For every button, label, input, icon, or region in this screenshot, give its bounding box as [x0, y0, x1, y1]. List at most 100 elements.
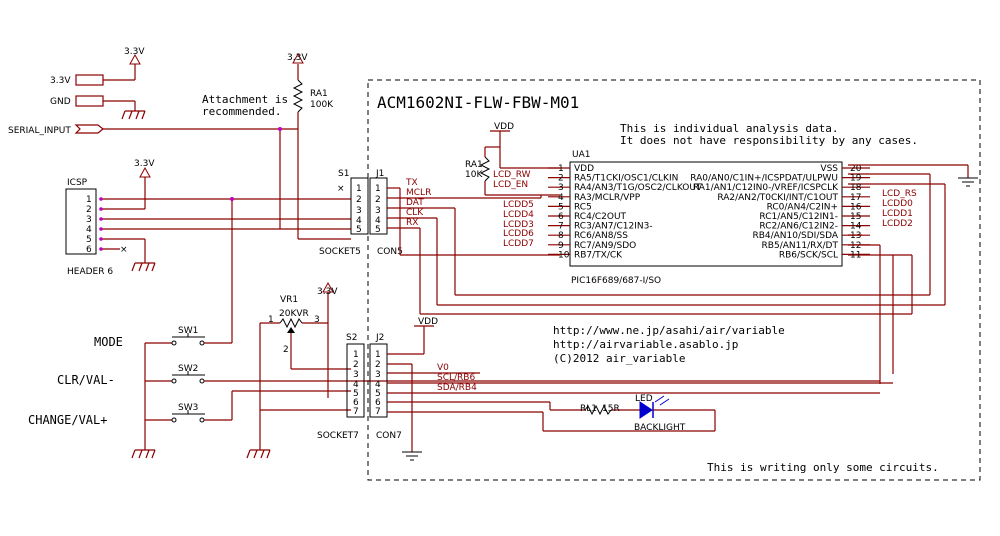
j1-pin: 3: [375, 206, 381, 216]
mcu-pin-name: RA5/T1CKI/OSC1/CLKIN: [574, 174, 678, 184]
port-3v3-label: 3.3V: [50, 76, 71, 86]
mcu-pin-name: RB5/AN11/RX/DT: [762, 241, 839, 251]
vdd-label: VDD: [494, 122, 514, 132]
icsp-pin: 3: [86, 215, 92, 225]
s1-pin: 1: [356, 184, 362, 194]
net-tx: TX: [405, 178, 418, 188]
credit-url-2: http://airvariable.asablo.jp: [553, 338, 738, 351]
socket-s2: S2 1 2 3 4 5 6 7 SOCKET7: [317, 333, 365, 441]
credit-url-1: http://www.ne.jp/asahi/air/variable: [553, 324, 785, 337]
j2-pin: 2: [375, 360, 381, 370]
mcu-pin-number: 3: [558, 183, 564, 193]
ra1-100k: 3.3V RA1 100K: [287, 52, 334, 129]
j2-pin: 4: [375, 380, 381, 390]
mcu-pin-number: 9: [558, 241, 564, 251]
port-3v3-supply: 3.3V: [124, 47, 145, 57]
port-serial-input: SERIAL_INPUT: [8, 124, 298, 136]
mcu-pin-number: 20: [850, 164, 862, 174]
vr1-ref: VR1: [280, 295, 298, 305]
mcu-pin-number: 8: [558, 231, 564, 241]
credit-copyright: (C)2012 air_variable: [553, 352, 685, 365]
net-lcdd5: LCDD5: [503, 200, 534, 210]
ra1-10k-value: 10K: [465, 170, 483, 180]
mcu-pin-number: 13: [850, 231, 861, 241]
rl1-ref: RL1: [580, 404, 597, 414]
j2-ref: J2: [375, 333, 384, 343]
icsp-pin: 5: [86, 235, 92, 245]
mcu-pin-name: RB7/TX/CK: [574, 250, 623, 260]
mcu-pin-name: RC2/AN6/C12IN2-: [759, 222, 838, 232]
mcu-pin-number: 10: [558, 250, 570, 260]
vr1-value: 20KVR: [279, 309, 309, 319]
mcu-pin-number: 2: [558, 174, 564, 184]
socket-s1: S1 1 2 3 4 5 SOCKET5 ×: [319, 169, 369, 257]
mcu-pin-number: 18: [850, 183, 862, 193]
s1-pin: 5: [356, 225, 362, 235]
net-v0: V0: [437, 363, 449, 373]
mcu-pin-number: 19: [850, 174, 862, 184]
attachment-note-1: Attachment is: [202, 93, 288, 106]
j2-pin: 1: [375, 350, 381, 360]
sw3-ref: SW3: [178, 403, 198, 413]
led-backlight: LED BACKLIGHT: [634, 394, 716, 433]
port-serial-label: SERIAL_INPUT: [8, 126, 71, 136]
j1-ref: J1: [375, 169, 384, 179]
s2-name: SOCKET7: [317, 431, 359, 441]
icsp-pin: 4: [86, 225, 92, 235]
sw2-label: CLR/VAL-: [57, 373, 115, 387]
switch-sw2: CLR/VAL- SW2: [57, 364, 880, 387]
mcu-pin-number: 4: [558, 193, 564, 203]
icsp-pin: 6: [86, 245, 92, 255]
mcu-pin-name: RB6/SCK/SCL: [779, 250, 838, 260]
s2-pin: 2: [353, 360, 359, 370]
net-clk: CLK: [406, 208, 424, 218]
j1-pin: 4: [375, 216, 381, 226]
j1-pin: 5: [375, 225, 381, 235]
j2-vdd: VDD: [418, 317, 438, 327]
icsp-pin: 1: [86, 195, 92, 205]
mcu-pin-name: RA2/AN2/T0CKI/INT/C1OUT: [717, 193, 838, 203]
mcu-pin-number: 17: [850, 193, 861, 203]
mcu-ref: UA1: [572, 150, 590, 160]
resistor-rl1: RL1 15R: [549, 402, 640, 416]
mcu-pin-name: VSS: [820, 164, 838, 174]
net-lcd-rs: LCD_RS: [882, 189, 917, 199]
mcu-pin-name: RC3/AN7/C12IN3-: [574, 222, 653, 232]
switch-sw1: MODE SW1: [94, 197, 234, 349]
icsp-footprint: HEADER 6: [67, 267, 113, 277]
module-title: ACM1602NI-FLW-FBW-M01: [377, 93, 579, 112]
rl1-value: 15R: [602, 404, 620, 414]
sw2-ref: SW2: [178, 364, 198, 374]
s1-pin: 3: [356, 206, 362, 216]
j1-pin: 2: [375, 195, 381, 205]
net-lcd-rw: LCD_RW: [493, 170, 531, 180]
net-sda: SDA/RB4: [437, 383, 477, 393]
mcu-pin-number: 11: [850, 250, 861, 260]
mcu-pin-name: RC4/C2OUT: [574, 212, 627, 222]
icsp-supply: 3.3V: [134, 159, 155, 169]
net-lcdd0: LCDD0: [882, 199, 913, 209]
footer-note: This is writing only some circuits.: [707, 461, 939, 474]
connector-j1: J1 1 2 3 4 5 CON5: [369, 169, 403, 257]
ra1-100k-supply: 3.3V: [287, 53, 308, 63]
s1-pin: 2: [356, 195, 362, 205]
net-lcdd6: LCDD6: [503, 229, 534, 239]
j1-name: CON5: [377, 247, 403, 257]
mcu-pin-name: RC5: [574, 202, 592, 212]
mcu-pin-number: 1: [558, 164, 564, 174]
sw1-label: MODE: [94, 335, 123, 349]
mcu-pin-number: 14: [850, 222, 862, 232]
s2-pin: 4: [353, 380, 359, 390]
s1-ref: S1: [338, 169, 349, 179]
net-rx: RX: [406, 218, 418, 228]
s2-pin: 6: [353, 398, 359, 408]
mcu-pin-number: 7: [558, 222, 564, 232]
net-dat: DAT: [406, 198, 424, 208]
mcu-pin-name: RC1/AN5/C12IN1-: [759, 212, 838, 222]
mcu-pin-name: RC6/AN8/SS: [574, 231, 628, 241]
s1-nc-mark: ×: [337, 184, 345, 194]
j2-name: CON7: [376, 431, 402, 441]
switch-sw3: CHANGE/VAL+ SW3: [28, 390, 351, 427]
net-lcdd4: LCDD4: [503, 210, 534, 220]
